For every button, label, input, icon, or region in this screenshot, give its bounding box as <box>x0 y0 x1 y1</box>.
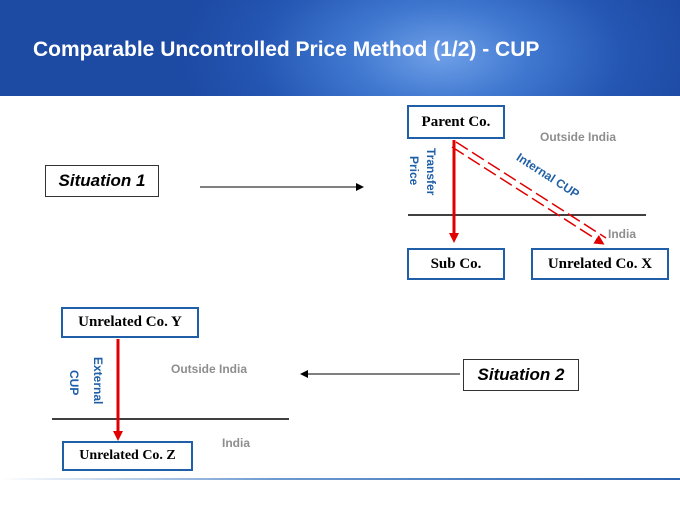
transfer-price-label-line2: Price <box>407 156 421 186</box>
page-title: Comparable Uncontrolled Price Method (1/… <box>33 38 540 61</box>
transfer-price-label-line1: Transfer <box>424 148 438 196</box>
external-cup-label-line1: External <box>91 357 105 405</box>
unrelated-co-y-box: Unrelated Co. Y <box>61 307 199 338</box>
sub-co-box: Sub Co. <box>407 248 505 280</box>
situation1-label: Situation 1 <box>45 165 159 197</box>
internal-cup-dashed-upper <box>455 141 607 239</box>
unrelated-co-x-box: Unrelated Co. X <box>531 248 669 280</box>
india-label-2: India <box>222 436 251 450</box>
outside-india-label-2: Outside India <box>171 362 248 376</box>
external-cup-label-line2: CUP <box>67 370 81 396</box>
internal-cup-dashed-lower <box>451 146 605 245</box>
title-banner <box>0 0 680 96</box>
situation2-label: Situation 2 <box>463 359 579 391</box>
footer-rule <box>0 478 680 480</box>
india-label-1: India <box>608 227 637 241</box>
unrelated-co-z-box: Unrelated Co. Z <box>62 441 193 471</box>
parent-co-box: Parent Co. <box>407 105 505 139</box>
outside-india-label-1: Outside India <box>540 130 617 144</box>
